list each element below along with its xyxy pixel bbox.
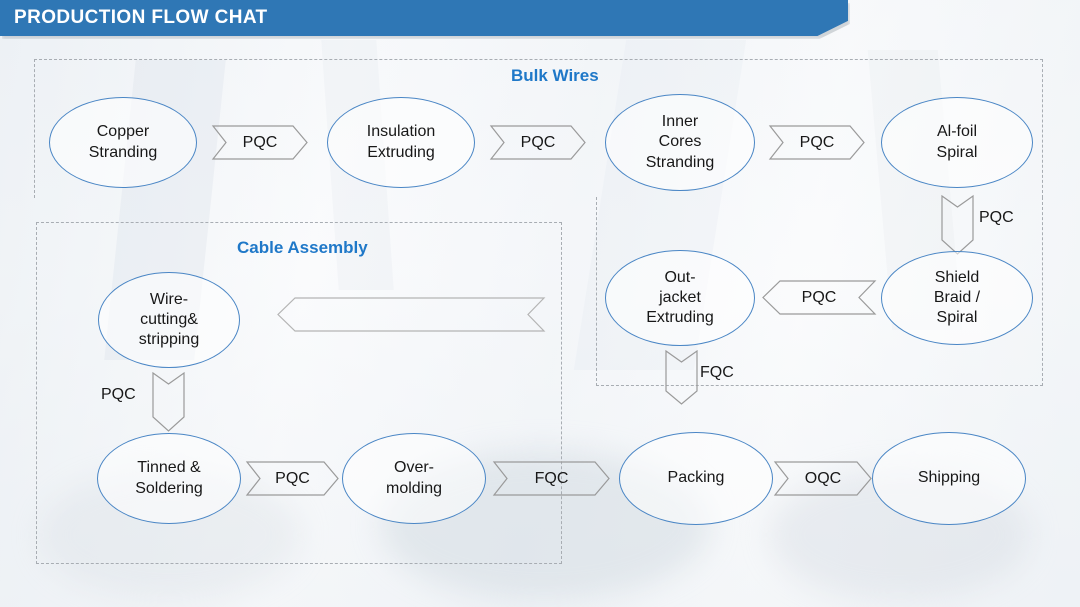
node-packing[interactable]: Packing [619, 432, 773, 525]
node-line: Out- [664, 268, 696, 286]
group-label-bulk-wires: Bulk Wires [511, 66, 599, 85]
arrow-label-fqc-bottom: FQC [534, 469, 569, 487]
arrow-label-pqc-1: PQC [242, 133, 278, 151]
node-line: Tinned & [137, 459, 201, 477]
node-line: Shipping [917, 469, 981, 487]
node-line: Packing [667, 469, 725, 487]
arrow-label-fqc-vertical: FQC [700, 364, 734, 381]
node-line: Stranding [88, 143, 158, 161]
arrow-insulation-to-inner-cores[interactable] [489, 125, 586, 160]
arrow-shield-to-out-jacket[interactable] [762, 280, 877, 315]
title-bar [0, 0, 848, 36]
arrow-inner-cores-to-al-foil[interactable] [768, 125, 865, 160]
node-out-jacket-extruding[interactable]: Out- jacket Extruding [605, 250, 755, 346]
node-line: cutting& [140, 310, 198, 328]
group-bulk-wires-upper [34, 59, 1043, 198]
arrow-tinned-to-over-molding[interactable] [245, 461, 339, 496]
node-line: stripping [138, 331, 200, 349]
arrow-label-oqc: OQC [804, 469, 842, 487]
arrow-out-jacket-down[interactable] [665, 349, 698, 405]
group-bulk-wires-seam [34, 190, 596, 204]
arrow-out-jacket-to-wire-cutting[interactable] [277, 297, 546, 332]
node-line: Shield [934, 268, 980, 286]
node-line: molding [385, 479, 443, 497]
node-line: Wire- [149, 290, 189, 308]
node-line: Over- [394, 459, 434, 477]
node-shipping[interactable]: Shipping [872, 432, 1026, 525]
node-line: Inner [661, 113, 699, 131]
arrow-label-pqc-3: PQC [799, 133, 835, 151]
node-line: Extruding [367, 143, 435, 161]
node-line: Cores [658, 133, 702, 151]
node-tinned-soldering[interactable]: Tinned & Soldering [97, 433, 241, 524]
arrow-label-pqc-vertical: PQC [979, 209, 1014, 226]
arrow-label-pqc-bottom: PQC [275, 469, 310, 487]
page-title: PRODUCTION FLOW CHAT [14, 7, 268, 28]
node-line: Extruding [646, 309, 714, 327]
node-line: Braid / [933, 288, 981, 306]
arrow-label-pqc-wire-cutting: PQC [101, 386, 136, 403]
node-shield-braid-spiral[interactable]: Shield Braid / Spiral [881, 251, 1033, 345]
arrow-packing-to-shipping[interactable] [773, 461, 872, 496]
arrow-label-pqc-left: PQC [801, 288, 837, 306]
group-bulk-wires-lower [596, 197, 1043, 386]
node-over-molding[interactable]: Over- molding [342, 433, 486, 524]
group-label-cable-assembly: Cable Assembly [237, 238, 368, 257]
node-line: jacket [659, 288, 701, 306]
arrow-al-foil-to-shield[interactable] [941, 194, 974, 255]
arrow-copper-to-insulation[interactable] [211, 125, 308, 160]
node-copper-stranding[interactable]: Copper Stranding [49, 97, 197, 188]
arrow-over-molding-to-packing[interactable] [492, 461, 610, 496]
node-line: Copper [96, 123, 150, 141]
node-line: Spiral [936, 309, 978, 327]
node-wire-cutting-stripping[interactable]: Wire- cutting& stripping [98, 272, 240, 368]
arrow-wire-cutting-to-tinned[interactable] [152, 371, 185, 432]
node-line: Spiral [936, 143, 978, 161]
group-cable-assembly [36, 222, 562, 564]
node-line: Stranding [645, 153, 715, 171]
node-al-foil-spiral[interactable]: Al-foil Spiral [881, 97, 1033, 188]
node-line: Soldering [135, 479, 203, 497]
node-line: Al-foil [936, 123, 977, 141]
arrow-label-pqc-2: PQC [520, 133, 556, 151]
node-line: Insulation [366, 123, 436, 141]
node-inner-cores-stranding[interactable]: Inner Cores Stranding [605, 94, 755, 191]
node-insulation-extruding[interactable]: Insulation Extruding [327, 97, 475, 188]
